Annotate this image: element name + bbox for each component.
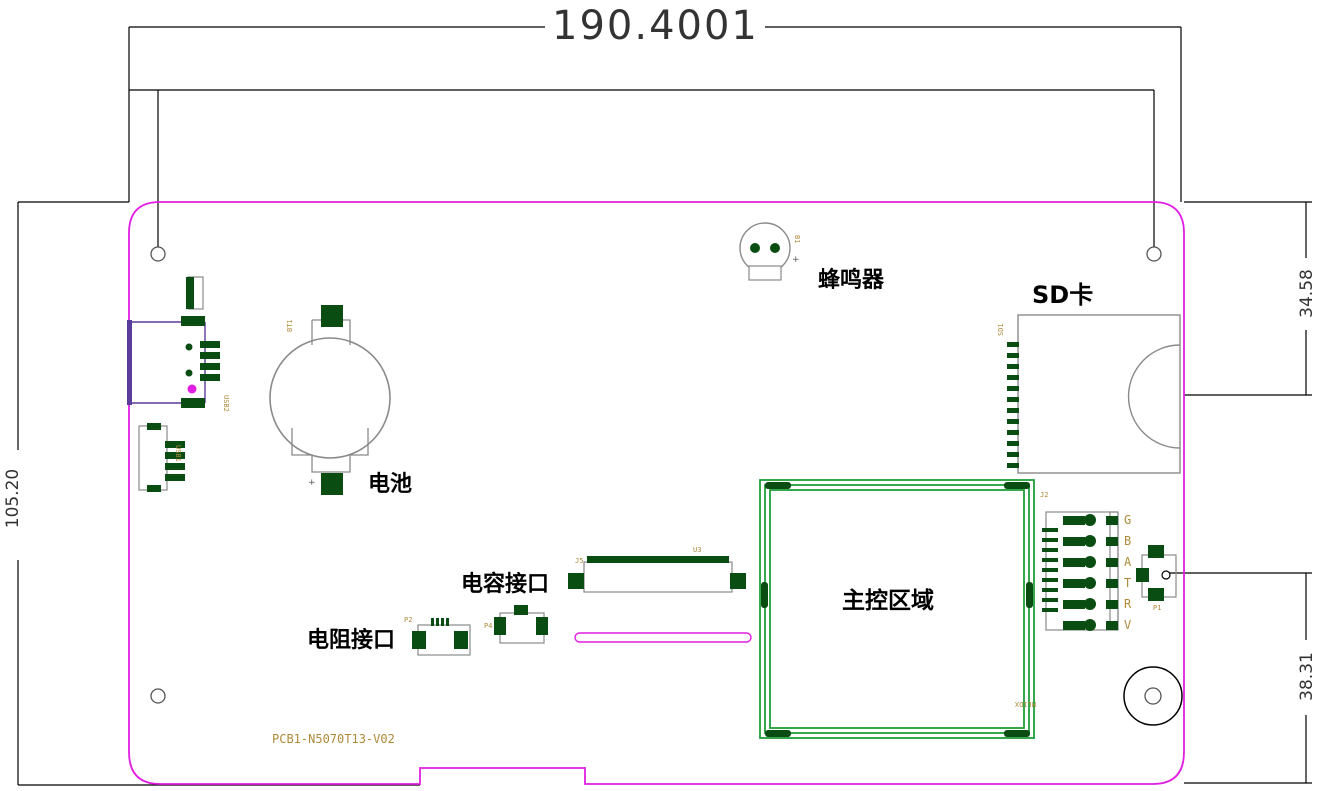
- svg-text:BT1: BT1: [286, 319, 294, 332]
- pin-label-b: B: [1124, 534, 1132, 548]
- ref-designators: SD1 BT1 B1 USB2 USB1 J2 U3 J5 P2 P4 ML1D…: [174, 235, 1161, 708]
- sd-card-slot: [1007, 314, 1181, 474]
- buzzer-footprint: +: [739, 222, 800, 281]
- label-sd-card: SD卡: [1032, 281, 1094, 309]
- dimension-right-lower: 38.31: [1296, 652, 1317, 701]
- svg-text:B1: B1: [793, 235, 801, 243]
- mounting-holes: [150, 246, 1183, 726]
- svg-text:+: +: [308, 478, 316, 488]
- svg-text:P1: P1: [1153, 604, 1161, 612]
- main-control-pads: [761, 482, 1033, 737]
- left-usb-connector: [127, 276, 220, 408]
- pin-label-r: R: [1124, 597, 1132, 611]
- svg-text:+: +: [792, 255, 800, 265]
- svg-text:J2: J2: [1040, 491, 1048, 499]
- board-id-silkscreen: PCB1-N5070T13-V02: [272, 732, 395, 746]
- svg-text:U3: U3: [693, 546, 701, 554]
- svg-text:USB2: USB2: [222, 395, 230, 412]
- capacitor-footprint: [494, 605, 548, 644]
- label-resistor-port: 电阻接口: [307, 628, 396, 653]
- svg-text:J5: J5: [575, 557, 583, 565]
- pin-label-v: V: [1124, 618, 1132, 632]
- dimension-height-total: 105.20: [3, 468, 24, 529]
- svg-text:P2: P2: [404, 616, 412, 624]
- dimension-right-upper: 34.58: [1296, 269, 1317, 318]
- svg-text:USB1: USB1: [174, 445, 182, 462]
- label-battery: 电池: [368, 472, 413, 497]
- pin-label-g: G: [1124, 513, 1132, 527]
- right-small-component: [1136, 545, 1177, 601]
- main-control-frame: [759, 479, 1035, 739]
- label-buzzer: 蜂鸣器: [818, 268, 885, 293]
- pin-label-t: T: [1124, 576, 1132, 590]
- svg-text:SD1: SD1: [997, 323, 1005, 336]
- svg-text:P4: P4: [484, 622, 492, 630]
- pin-label-a: A: [1124, 555, 1132, 569]
- dimension-lines: [17, 26, 1312, 786]
- slot-cutout: [574, 632, 752, 643]
- fpc-connector: [568, 556, 746, 593]
- resistor-footprint: [412, 618, 471, 656]
- dimension-width-total: 190.4001: [552, 3, 759, 49]
- board-outline: [128, 201, 1185, 785]
- label-main-control: 主控区域: [842, 588, 934, 614]
- battery-holder: +: [269, 305, 391, 495]
- svg-text:ML1DX: ML1DX: [1014, 700, 1036, 708]
- right-pin-header: [1042, 511, 1119, 631]
- label-capacitor-port: 电容接口: [461, 572, 550, 597]
- left-pin-header: [138, 423, 185, 492]
